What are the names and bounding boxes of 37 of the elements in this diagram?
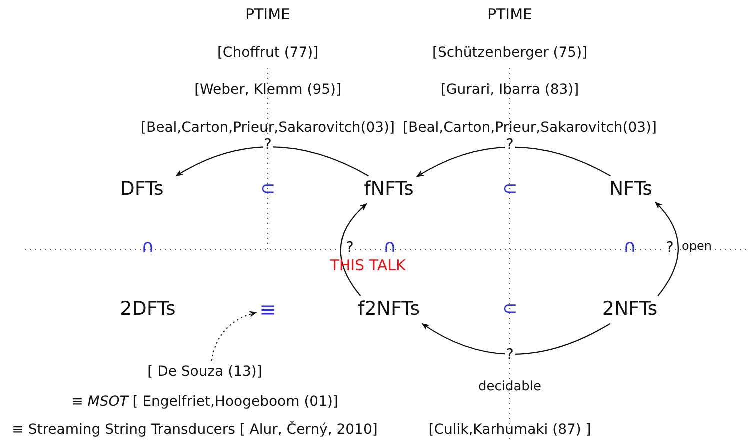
edge-label: ?: [263, 138, 273, 152]
class-label: f2NFTs: [358, 299, 420, 321]
citation-text: [Gurari, Ibarra (83)]: [440, 82, 580, 98]
intersection-symbol: ∩: [141, 238, 155, 258]
citation-text: ≡ Streaming String Transducers [ Alur, Černý, 2010]: [12, 422, 378, 438]
edge-label: ?: [345, 240, 355, 256]
citation-text: [Choffrut (77)]: [217, 44, 319, 62]
class-heading: PTIME: [487, 6, 533, 24]
intersection-symbol: ∩: [383, 238, 397, 258]
arrow: [416, 146, 611, 178]
subset-symbol: ⊂: [260, 180, 276, 200]
citation-text: ≡ MSOT [ Engelfriet,Hoogeboom (01)]: [72, 394, 338, 410]
arrow: [655, 202, 679, 296]
citation-text: [ De Souza (13)]: [148, 364, 262, 380]
class-label: fNFTs: [364, 179, 414, 201]
class-label: DFTs: [120, 179, 164, 201]
citation-text: [Beal,Carton,Prieur,Sakarovitch(03)]: [141, 120, 395, 136]
intersection-symbol: ∩: [623, 238, 637, 258]
citation-text: [Schützenberger (75)]: [432, 44, 588, 62]
class-label: 2NFTs: [602, 299, 658, 321]
class-label: NFTs: [609, 179, 653, 201]
class-heading: PTIME: [245, 6, 291, 24]
edge-label: ?: [505, 138, 515, 152]
class-label: 2DFTs: [120, 299, 176, 321]
note-text: decidable: [478, 380, 542, 396]
arrow: [422, 323, 611, 355]
edge-label: ?: [505, 348, 515, 362]
arrow: [176, 146, 369, 177]
citation-text: [Beal,Carton,Prieur,Sakarovitch(03)]: [403, 120, 657, 136]
citation-text: [Weber, Klemm (95)]: [194, 82, 342, 98]
edge-label: ?: [665, 240, 675, 256]
arrow: [211, 312, 258, 362]
subset-symbol: ⊂: [502, 300, 518, 320]
note-text: open: [682, 240, 712, 254]
citation-text: [Culik,Karhumaki (87) ]: [428, 422, 592, 438]
equivalence-symbol: ≡: [260, 298, 276, 322]
subset-symbol: ⊂: [502, 180, 518, 200]
